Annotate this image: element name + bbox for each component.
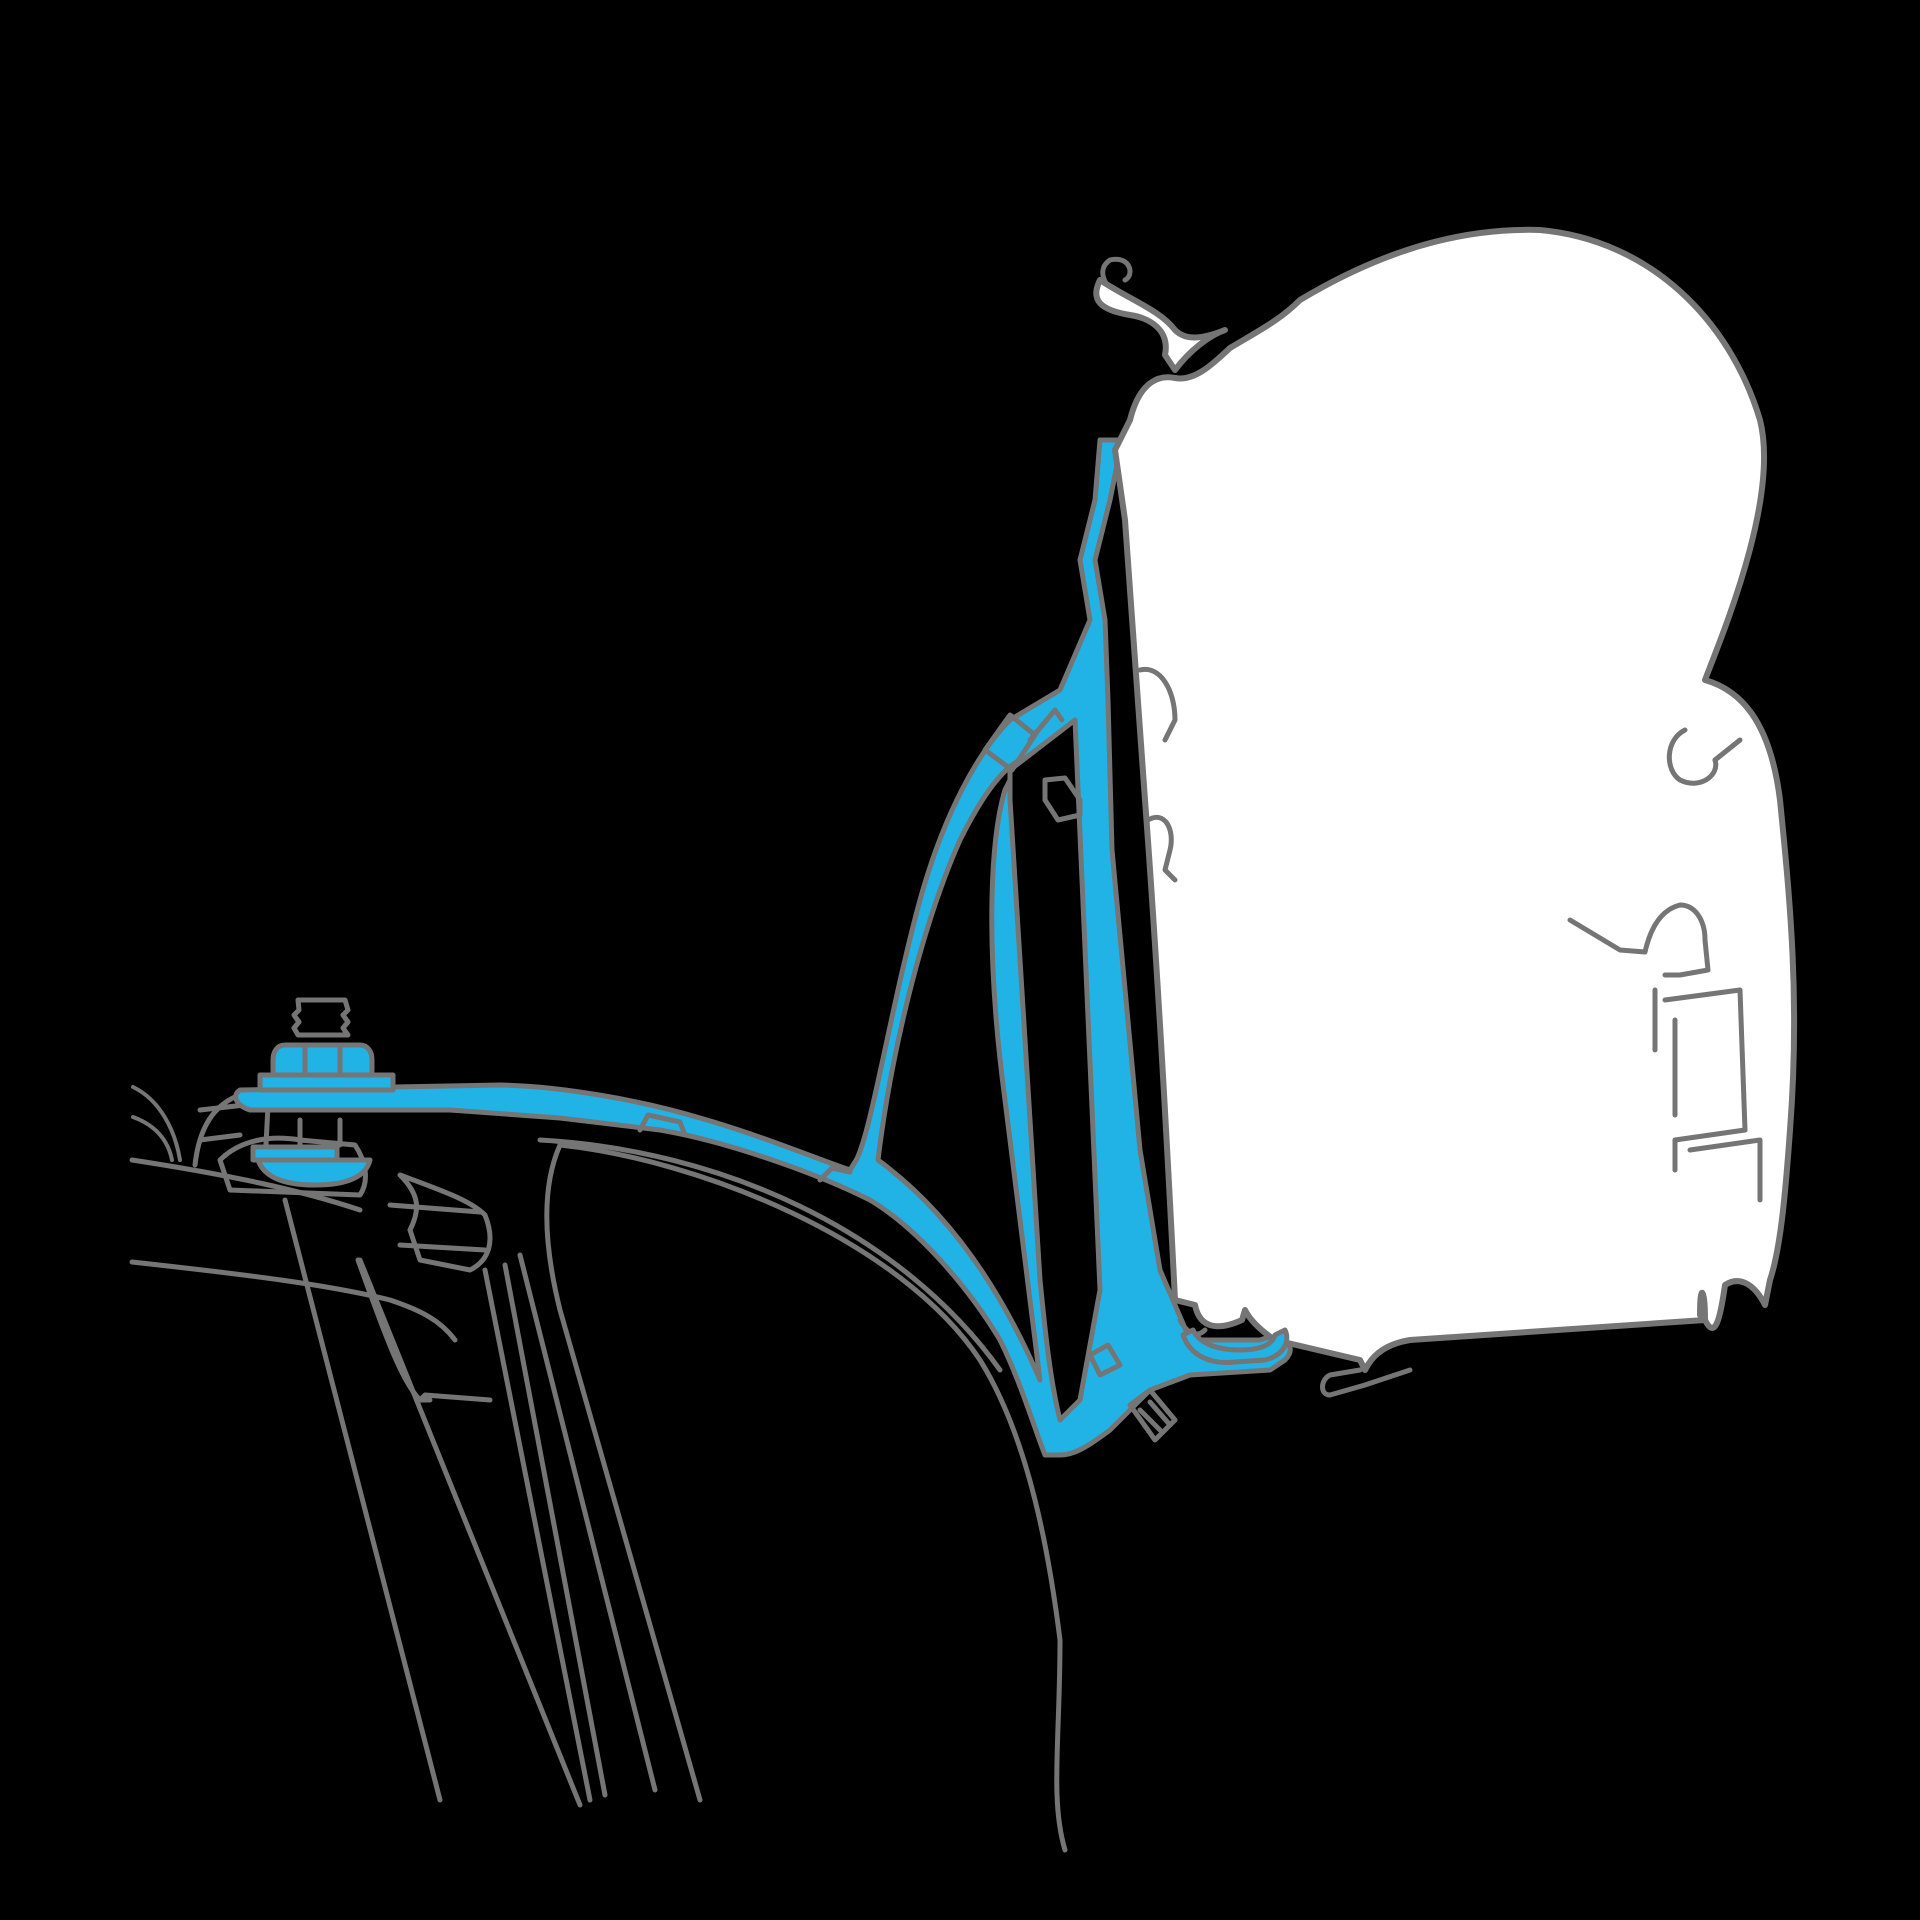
mounting-bolt	[250, 997, 396, 1188]
awning-cassette	[1093, 226, 1798, 1398]
adapter-bracket	[233, 437, 1293, 1458]
clamp-screws	[982, 707, 1178, 1443]
roof-rail	[217, 1135, 368, 1198]
adapter-bracket-lower-tail	[1180, 1327, 1290, 1366]
